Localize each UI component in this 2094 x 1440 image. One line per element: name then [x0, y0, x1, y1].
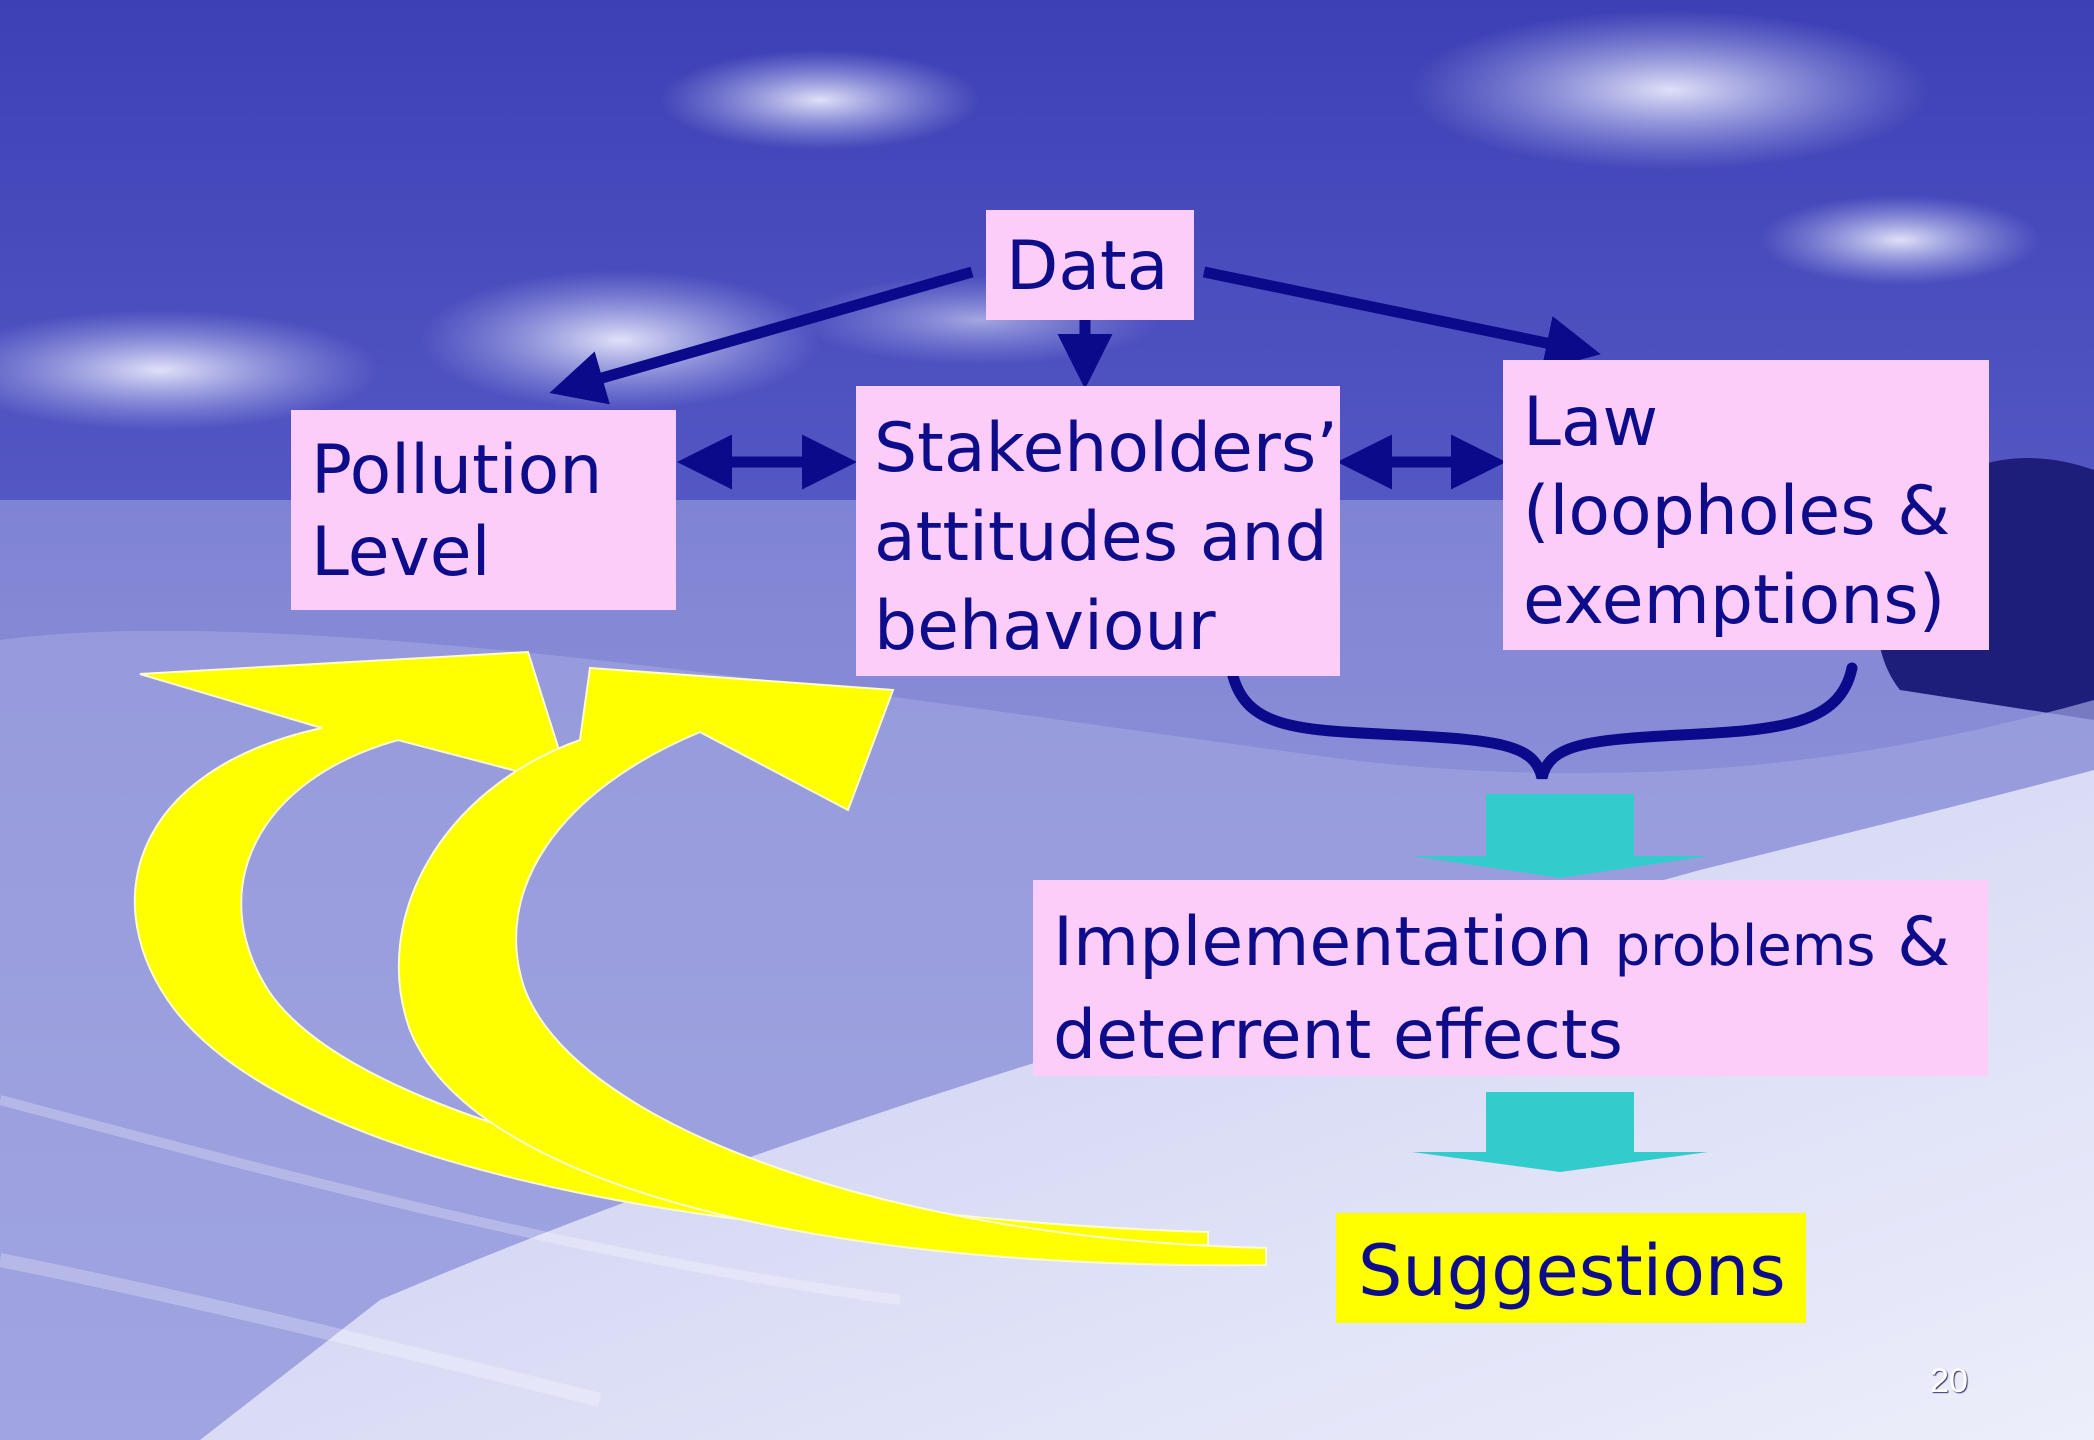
node-pollution-line-1: Pollution: [311, 431, 603, 510]
node-implementation-problems: Implementation problems & deterrent effe…: [1033, 880, 1988, 1076]
node-pollution-line-2: Level: [311, 512, 491, 592]
slide-number: 20: [1930, 1362, 1968, 1400]
teal-arrow-to-implementation: [1412, 794, 1708, 878]
arrow-data-to-law: [1202, 266, 1601, 370]
node-stakeholders-line-3: behaviour: [874, 587, 1216, 666]
node-suggestions-label: Suggestions: [1358, 1230, 1786, 1312]
node-law-line-1: Law: [1523, 383, 1659, 462]
node-implementation-part-2: problems: [1614, 914, 1876, 979]
node-data-label: Data: [1006, 227, 1169, 306]
node-data: Data: [986, 210, 1194, 320]
node-law: Law (loopholes & exemptions): [1503, 360, 1989, 650]
yellow-feedback-arrow-to-stakeholders: [397, 666, 1267, 1267]
node-law-line-2: (loopholes &: [1523, 472, 1951, 551]
node-implementation-part-3: &: [1875, 903, 1951, 982]
node-stakeholders-line-2: attitudes and: [874, 498, 1328, 577]
node-stakeholders-line-1: Stakeholders’: [874, 409, 1338, 488]
node-implementation-part-1: Implementation: [1053, 903, 1615, 982]
teal-arrow-to-suggestions: [1412, 1092, 1708, 1172]
node-pollution-level: Pollution Level: [291, 410, 676, 610]
node-stakeholders-attitudes: Stakeholders’ attitudes and behaviour: [856, 386, 1340, 676]
node-suggestions: Suggestions: [1336, 1213, 1806, 1323]
node-implementation-line-2: deterrent effects: [1053, 996, 1623, 1075]
arrow-data-to-pollution: [549, 266, 974, 405]
curly-brace-connector: [1226, 662, 1858, 780]
node-implementation-line-1: Implementation problems &: [1053, 898, 1988, 991]
node-law-line-3: exemptions): [1523, 561, 1946, 640]
